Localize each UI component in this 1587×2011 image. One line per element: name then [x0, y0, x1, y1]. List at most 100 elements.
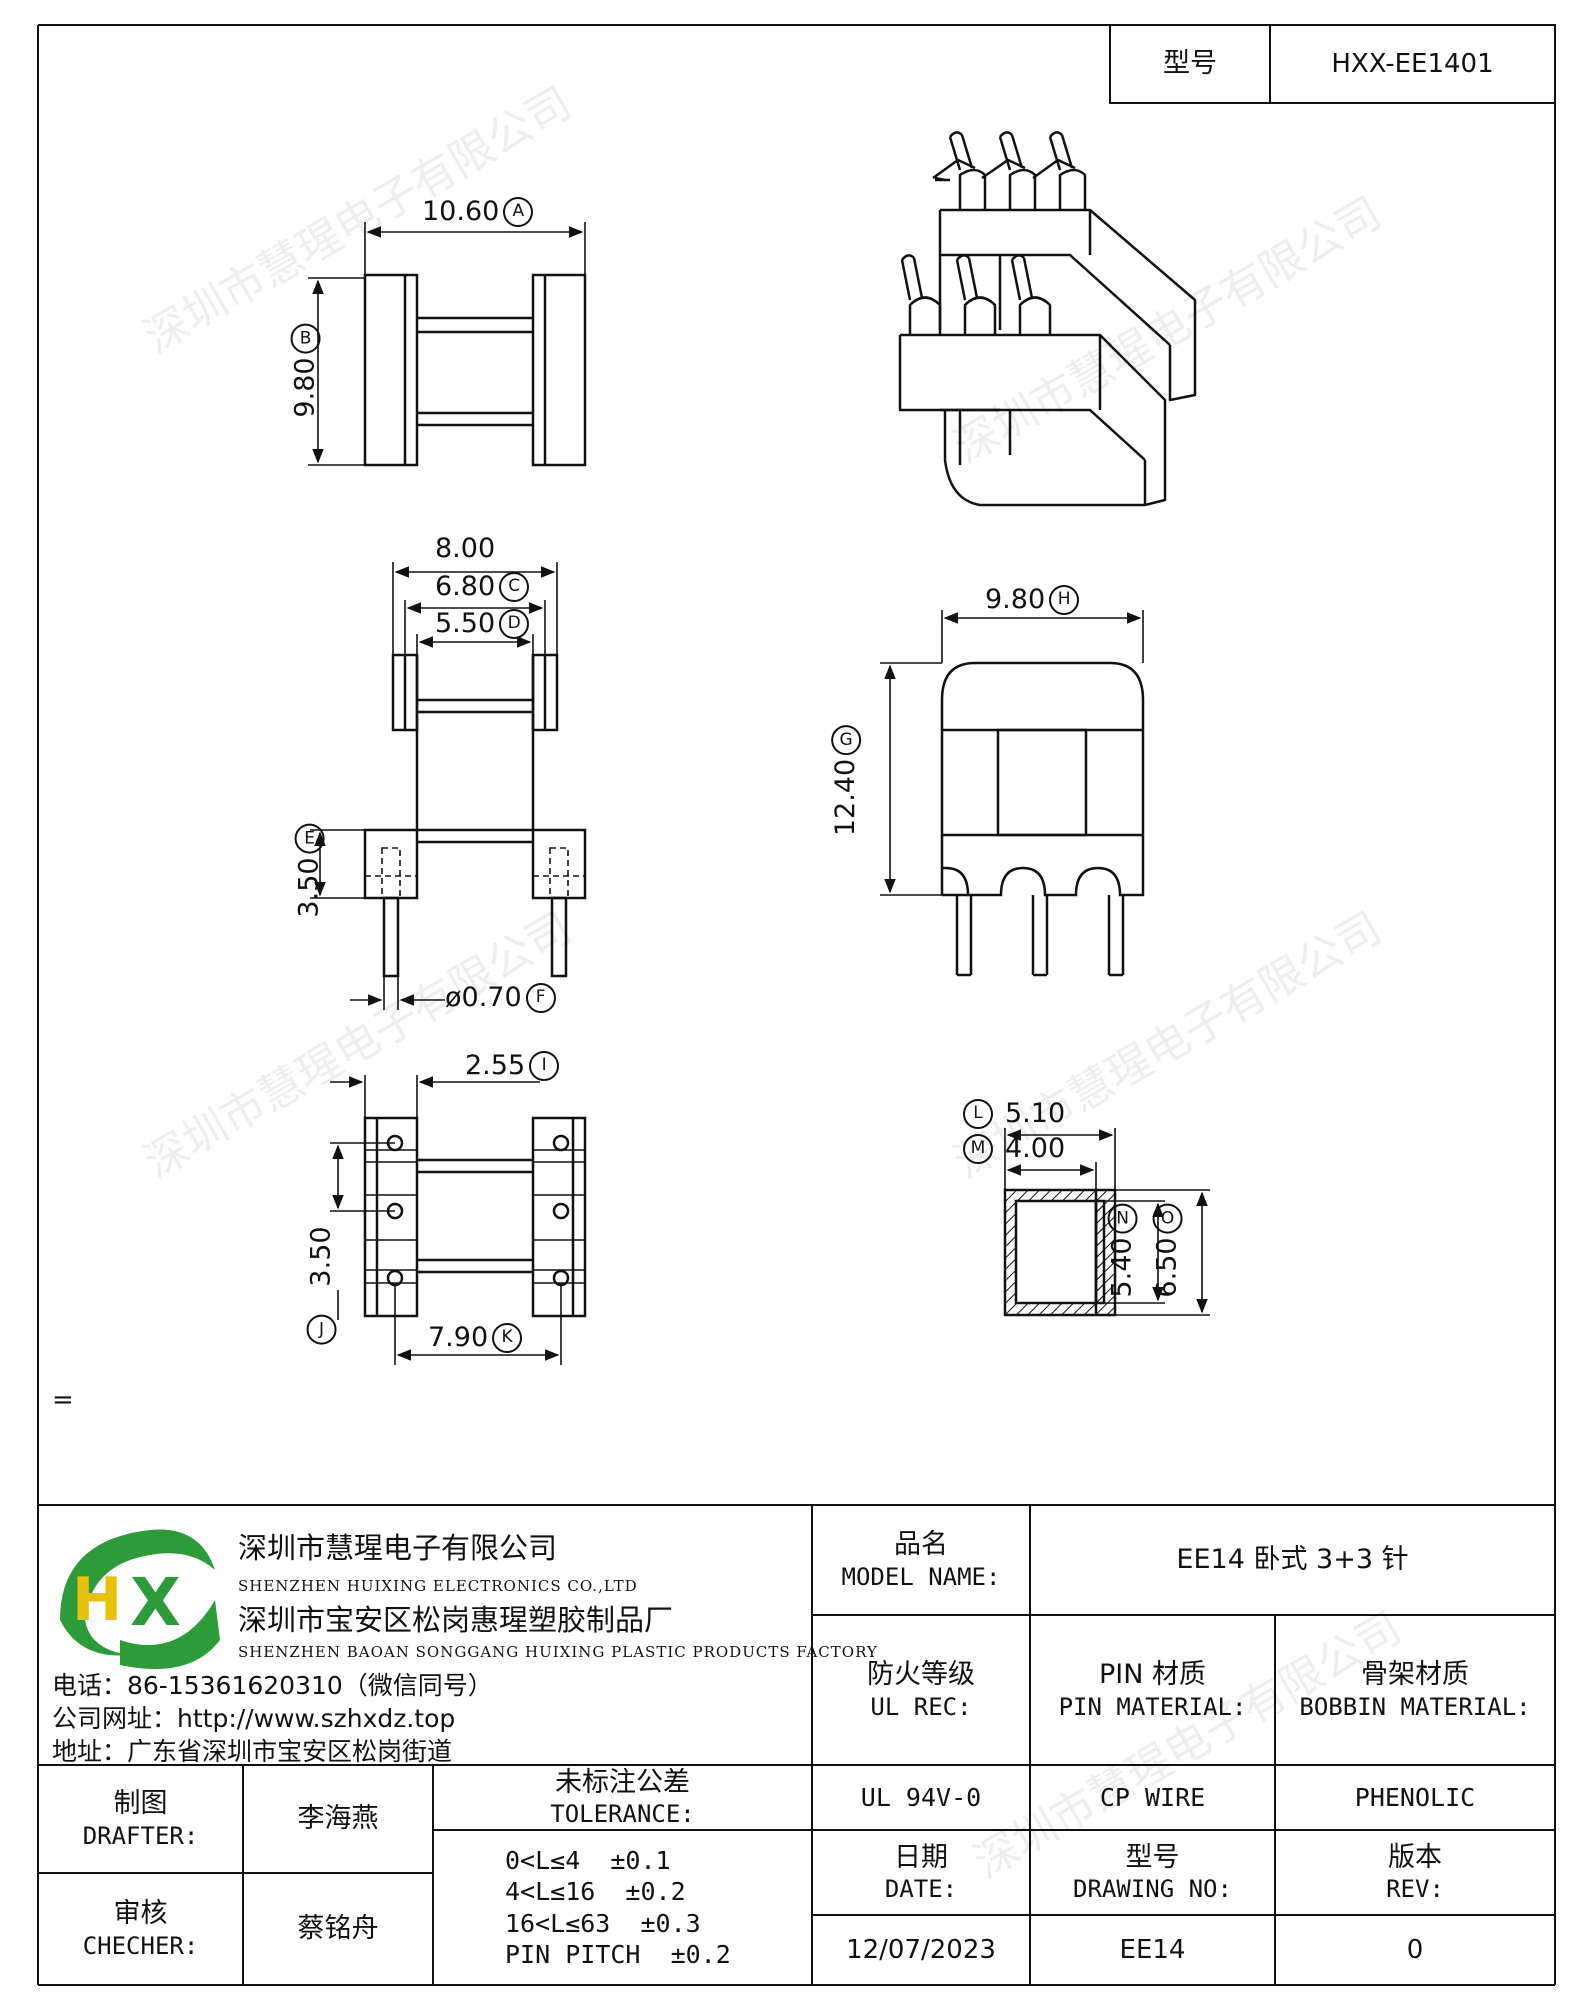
drafter-en: DRAFTER: [82, 1821, 199, 1850]
top-view [363, 273, 587, 467]
dim-a-value: 10.60 [422, 196, 500, 227]
dim-C-D-E-F [310, 562, 558, 1010]
rev-label: 版本 REV: [1275, 1830, 1555, 1915]
drawing-no-cn: 型号 [1125, 1841, 1180, 1873]
rev-cn: 版本 [1388, 1841, 1442, 1873]
tolerance-table: 0<L≤4 ±0.1 4<L≤16 ±0.2 16<L≤63 ±0.3 PIN … [505, 1830, 805, 1985]
checker-cn: 审核 [113, 1898, 168, 1930]
company-name-en: SHENZHEN HUIXING ELECTRONICS CO.,LTD [238, 1577, 638, 1595]
checker-en: CHECHER: [82, 1931, 199, 1960]
dim-g-value: 12.40 [830, 758, 862, 837]
dim-I-J-K [330, 1075, 562, 1365]
dim-e-tag: E [294, 823, 325, 854]
bottom-view [363, 1116, 587, 1318]
section-view [1003, 1188, 1117, 1317]
tolerance-line: 16<L≤63 ±0.3 [505, 1908, 701, 1938]
dim-k-tag: K [492, 1322, 523, 1353]
dim-n-tag: N [1107, 1203, 1138, 1234]
dim-j-tag: J [306, 1314, 337, 1345]
checker-value: 蔡铭舟 [297, 1913, 379, 1945]
dim-G-H [880, 610, 1144, 896]
dim-h-value: 9.80 [985, 584, 1046, 615]
dim-g-tag: G [830, 724, 861, 755]
drawing-no-value: EE14 [1119, 1934, 1186, 1965]
dim-n-value: 5.40 [1106, 1237, 1138, 1298]
model-name-value: EE14 卧式 3+3 针 [1176, 1544, 1409, 1576]
factory-name-cn: 深圳市宝安区松岗惠瑆塑胶制品厂 [238, 1603, 674, 1637]
stray-mark: = [52, 1385, 74, 1415]
drafter-label: 制图 DRAFTER: [38, 1765, 243, 1873]
dim-d-value: 5.50 [435, 608, 496, 639]
model-name-cn: 品名 [894, 1529, 948, 1561]
dim-i-tag: I [529, 1050, 560, 1081]
bobbin-material-en: BOBBIN MATERIAL: [1299, 1692, 1531, 1721]
drawing-no-en: DRAWING NO: [1073, 1875, 1232, 1904]
ul-rec-label: 防火等级 UL REC: [812, 1615, 1030, 1765]
dim-e-value: 3.50 [293, 857, 325, 918]
dim-i-value: 2.55 [465, 1050, 526, 1081]
company-name-cn: 深圳市慧瑆电子有限公司 [238, 1531, 558, 1565]
dim-k-value: 7.90 [428, 1322, 489, 1353]
company-phone: 电话：86-15361620310（微信同号） [52, 1671, 493, 1700]
company-website[interactable]: 公司网址：http://www.szhxdz.top [52, 1704, 456, 1733]
bobbin-material-label: 骨架材质 BOBBIN MATERIAL: [1275, 1615, 1555, 1765]
dim-d-tag: D [499, 608, 530, 639]
isometric-view [898, 131, 1197, 507]
pin-material-cn: PIN 材质 [1098, 1659, 1207, 1691]
dim-m-value: 4.00 [1005, 1133, 1066, 1164]
dim-o-value: 6.50 [1151, 1237, 1183, 1298]
tolerance-line: 4<L≤16 ±0.2 [505, 1877, 686, 1907]
ul-rec-en: UL REC: [870, 1692, 972, 1721]
dim-h-tag: H [1049, 584, 1080, 615]
bobbin-material-cn: 骨架材质 [1361, 1659, 1469, 1691]
dim-l-value: 5.10 [1005, 1098, 1066, 1129]
ul-rec-cn: 防火等级 [867, 1659, 975, 1691]
checker-label: 审核 CHECHER: [38, 1873, 243, 1985]
dim-c-value: 6.80 [435, 571, 496, 602]
drafter-value: 李海燕 [297, 1803, 379, 1835]
dim-a-tag: A [503, 196, 534, 227]
dim-c-tag: C [499, 571, 530, 602]
date-label: 日期 DATE: [812, 1830, 1030, 1915]
dim-total-width: 8.00 [435, 533, 495, 564]
rev-en: REV: [1386, 1875, 1444, 1904]
model-name-label: 品名 MODEL NAME: [812, 1505, 1030, 1615]
model-name-en: MODEL NAME: [841, 1562, 1001, 1591]
factory-name-en: SHENZHEN BAOAN SONGGANG HUIXING PLASTIC … [238, 1643, 878, 1661]
company-logo: H X [60, 1529, 220, 1670]
dim-b-value: 9.80 [289, 357, 321, 418]
dim-f-tag: F [525, 982, 556, 1013]
pin-material-en: PIN MATERIAL: [1058, 1692, 1247, 1721]
header-model-label: 型号 [1163, 48, 1217, 80]
header-model-value: HXX-EE1401 [1331, 48, 1494, 79]
dim-f-value: ø0.70 [445, 982, 522, 1013]
dim-L-M-N-O [1004, 1128, 1210, 1316]
bobbin-material-value: PHENOLIC [1354, 1782, 1476, 1812]
front-view [940, 661, 1145, 977]
logo-letter-x: X [130, 1564, 181, 1641]
tolerance-line: 0<L≤4 ±0.1 [505, 1846, 671, 1875]
title-block-grid [38, 1504, 1555, 1985]
tolerance-cn: 未标注公差 [555, 1766, 690, 1798]
tolerance-line: PIN PITCH ±0.2 [505, 1939, 731, 1969]
tolerance-label: 未标注公差 TOLERANCE: [433, 1765, 812, 1830]
ul-rec-value: UL 94V-0 [860, 1782, 982, 1812]
dim-l-tag: L [963, 1098, 993, 1129]
drawing-no-label: 型号 DRAWING NO: [1030, 1830, 1275, 1915]
drafter-cn: 制图 [113, 1788, 168, 1820]
